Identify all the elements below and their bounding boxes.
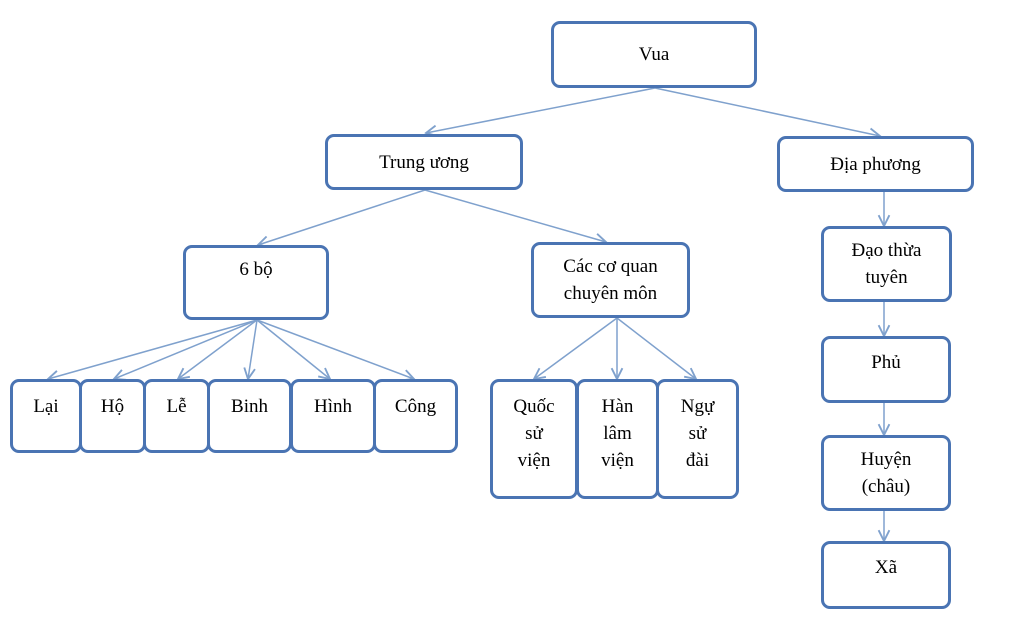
node-quoc-su-vien-line2: sử	[525, 423, 543, 444]
arrow-trung-uong-co-quan	[424, 189, 606, 242]
node-binh: Binh	[207, 379, 292, 453]
node-dia-phuong: Địa phương	[777, 136, 974, 192]
node-6-bo: 6 bộ	[183, 245, 329, 320]
arrow-trung-uong-6-bo	[258, 189, 426, 245]
node-huyen-chau: Huyện (châu)	[821, 435, 951, 511]
node-xa: Xã	[821, 541, 951, 609]
node-huyen-line2: (châu)	[861, 476, 911, 497]
node-hinh-label: Hình	[314, 396, 352, 417]
arrow-6-bo-ho	[114, 319, 258, 379]
node-hinh: Hình	[290, 379, 376, 453]
node-han-lam-vien-line2: lâm	[603, 423, 632, 444]
node-cong: Công	[373, 379, 458, 453]
arrow-co-quan-quoc-su	[534, 317, 618, 379]
node-co-quan-chuyen-mon: Các cơ quan chuyên môn	[531, 242, 690, 318]
node-quoc-su-vien-line3: viện	[517, 450, 551, 471]
node-trung-uong-label: Trung ương	[379, 151, 469, 173]
node-han-lam-vien-line3: viện	[601, 450, 634, 471]
node-le-label: Lễ	[166, 396, 187, 417]
node-lai-label: Lại	[33, 396, 59, 417]
arrow-6-bo-lai	[48, 319, 258, 379]
node-binh-label: Binh	[231, 396, 268, 417]
node-vua: Vua	[551, 21, 757, 88]
node-ngu-su-dai-line1: Ngự	[680, 396, 715, 417]
node-dao-thua-tuyen: Đạo thừa tuyên	[821, 226, 952, 302]
node-huyen-line1: Huyện	[860, 449, 912, 470]
node-ngu-su-dai-line2: sử	[688, 423, 707, 444]
arrow-6-bo-hinh	[256, 319, 330, 379]
arrow-vua-trung-uong	[426, 87, 656, 133]
node-co-quan-line2: chuyên môn	[563, 283, 658, 304]
node-lai: Lại	[10, 379, 82, 453]
node-dao-thua-tuyen-line2: tuyên	[865, 267, 908, 288]
node-ho: Hộ	[79, 379, 146, 453]
node-co-quan-line1: Các cơ quan	[563, 256, 658, 277]
node-ho-label: Hộ	[100, 396, 125, 417]
node-phu-label: Phủ	[871, 352, 901, 373]
node-dao-thua-tuyen-line1: Đạo thừa	[851, 240, 922, 261]
node-quoc-su-vien: Quốc sử viện	[490, 379, 578, 499]
arrow-6-bo-le	[178, 319, 258, 379]
arrow-co-quan-ngu-su	[616, 317, 696, 379]
node-xa-label: Xã	[874, 557, 898, 578]
node-ngu-su-dai-line3: đài	[685, 450, 710, 471]
node-vua-label: Vua	[638, 44, 670, 65]
node-han-lam-vien-line1: Hàn	[601, 396, 634, 417]
node-cong-label: Công	[394, 396, 437, 417]
node-ngu-su-dai: Ngự sử đài	[656, 379, 739, 499]
node-6-bo-label: 6 bộ	[239, 259, 273, 280]
node-trung-uong: Trung ương	[325, 134, 523, 190]
node-quoc-su-vien-line1: Quốc	[513, 396, 555, 417]
node-phu: Phủ	[821, 336, 951, 403]
arrow-vua-dia-phuong	[654, 87, 880, 136]
node-dia-phuong-label: Địa phương	[830, 153, 921, 175]
arrow-6-bo-binh	[248, 319, 258, 379]
arrow-6-bo-cong	[256, 319, 414, 379]
node-han-lam-vien: Hàn lâm viện	[576, 379, 659, 499]
node-le: Lễ	[143, 379, 210, 453]
